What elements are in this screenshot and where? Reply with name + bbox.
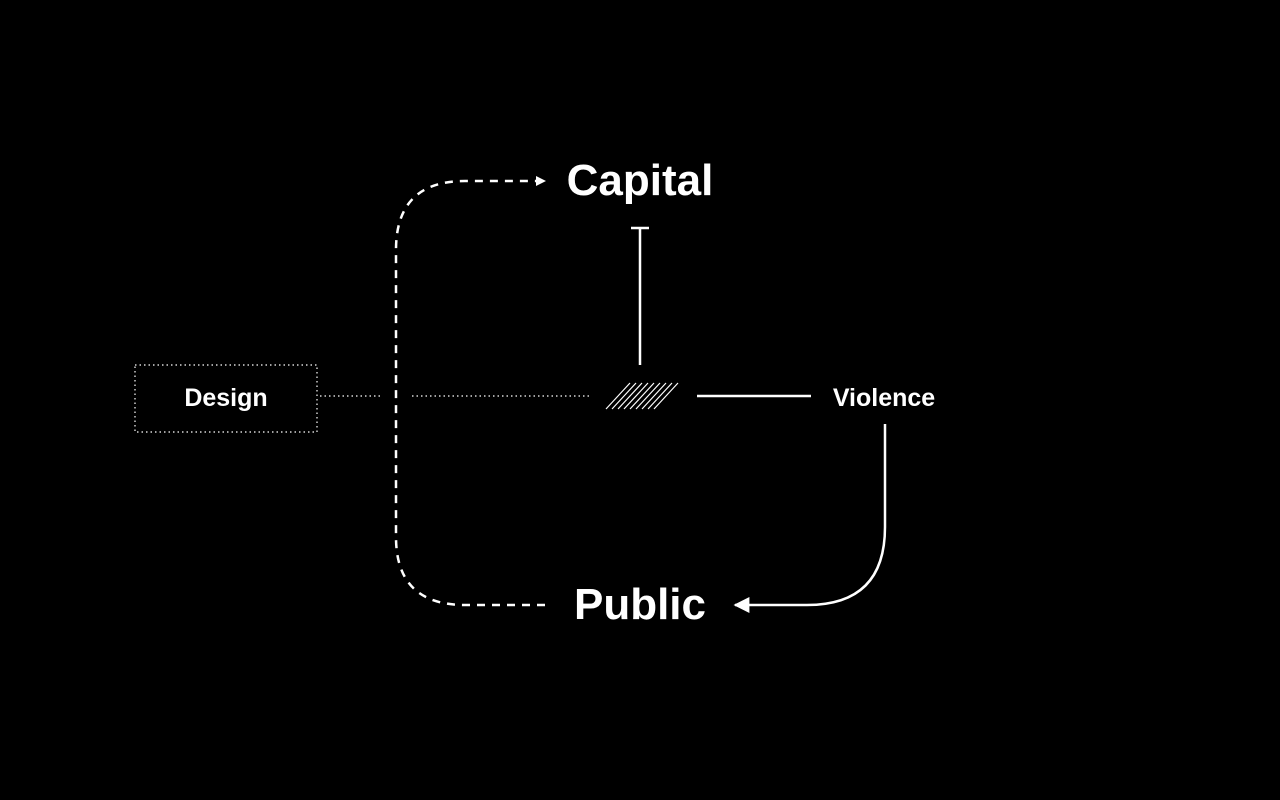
design-label: Design	[184, 384, 267, 412]
violence-label: Violence	[833, 384, 935, 412]
capital-label: Capital	[567, 156, 714, 205]
hatched-junction	[605, 382, 679, 410]
violence-to-public-arrow	[733, 424, 887, 613]
design-box	[134, 364, 318, 433]
public-label: Public	[574, 580, 706, 629]
dashed-loop-arrow	[394, 176, 546, 607]
